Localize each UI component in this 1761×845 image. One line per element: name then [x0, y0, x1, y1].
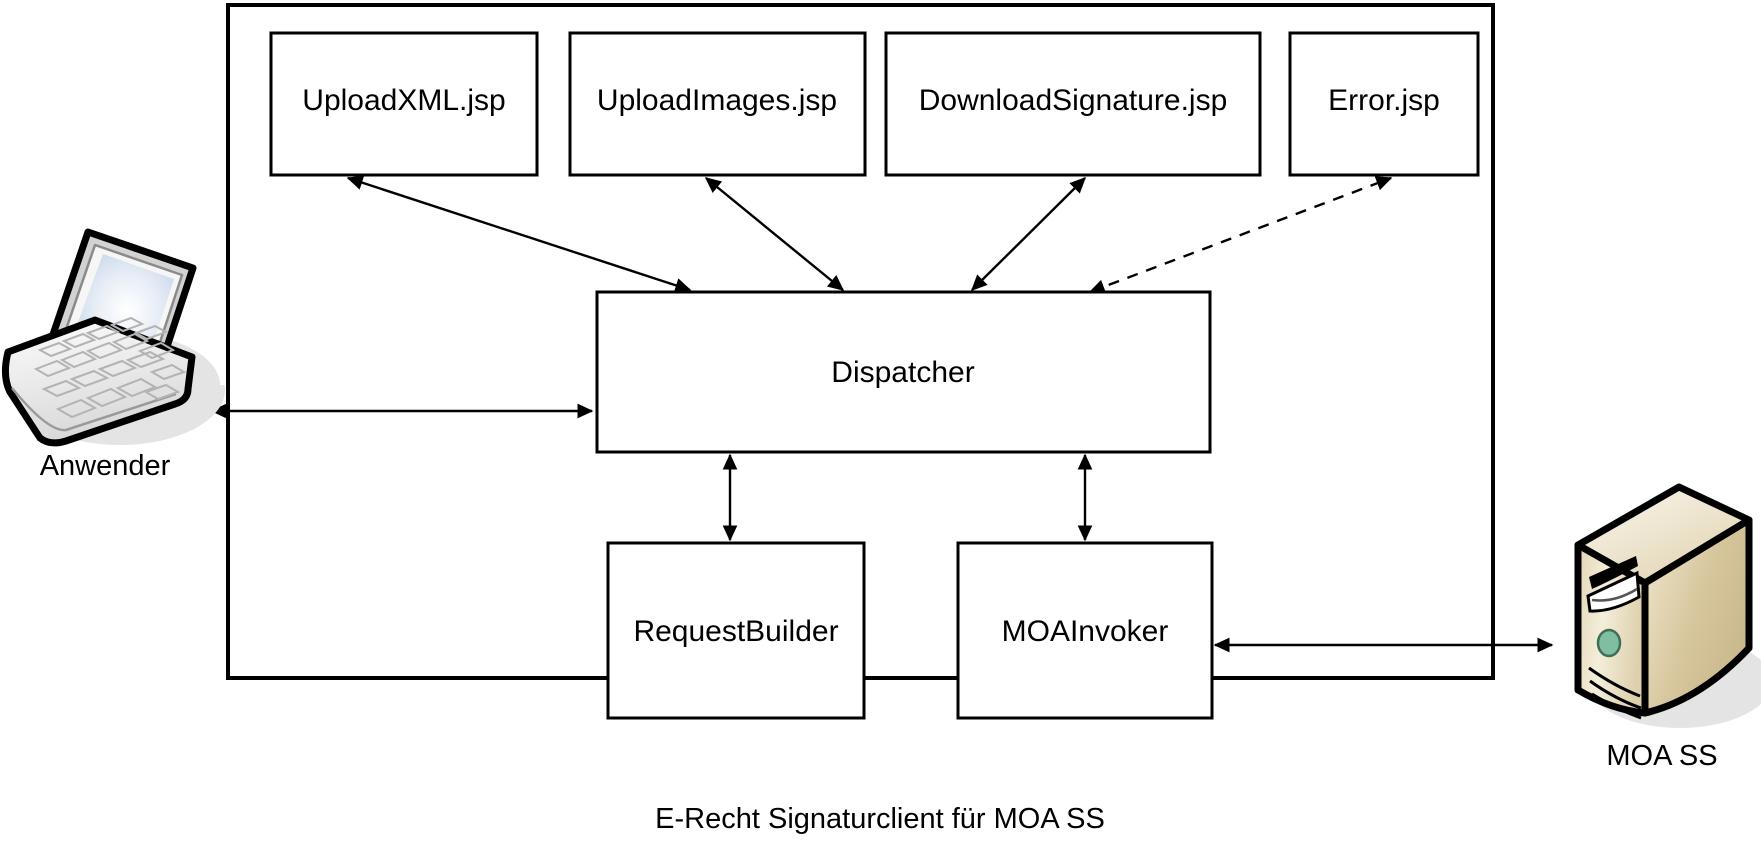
jsp-box-downloadsignature-label: DownloadSignature.jsp: [919, 84, 1228, 117]
requestbuilder-box[interactable]: RequestBuilder: [606, 541, 866, 720]
server-tower-icon: [1574, 483, 1761, 728]
anwender-label: Anwender: [40, 450, 171, 482]
moass-label: MOA SS: [1606, 740, 1717, 772]
dispatcher-box-label: Dispatcher: [831, 356, 974, 389]
connector-dispatcher-uploadimages: [704, 177, 845, 291]
jsp-box-error-label: Error.jsp: [1328, 84, 1440, 117]
connector-dispatcher-error: [1088, 176, 1393, 294]
diagram-caption: E-Recht Signaturclient für MOA SS: [655, 803, 1105, 835]
dispatcher-box[interactable]: Dispatcher: [595, 290, 1212, 454]
requestbuilder-box-label: RequestBuilder: [633, 615, 838, 648]
jsp-box-downloadsignature[interactable]: DownloadSignature.jsp: [884, 31, 1262, 177]
moainvoker-box[interactable]: MOAInvoker: [956, 541, 1214, 720]
jsp-box-uploadxml-label: UploadXML.jsp: [302, 84, 505, 117]
connector-dispatcher-downloadsignature: [971, 177, 1086, 291]
jsp-box-uploadxml[interactable]: UploadXML.jsp: [269, 31, 539, 177]
jsp-box-error[interactable]: Error.jsp: [1288, 31, 1480, 177]
laptop-icon: [0, 225, 225, 447]
connector-dispatcher-uploadxml: [346, 175, 692, 293]
moainvoker-box-label: MOAInvoker: [1002, 615, 1169, 648]
jsp-box-uploadimages-label: UploadImages.jsp: [597, 84, 837, 117]
jsp-box-uploadimages[interactable]: UploadImages.jsp: [568, 31, 867, 177]
